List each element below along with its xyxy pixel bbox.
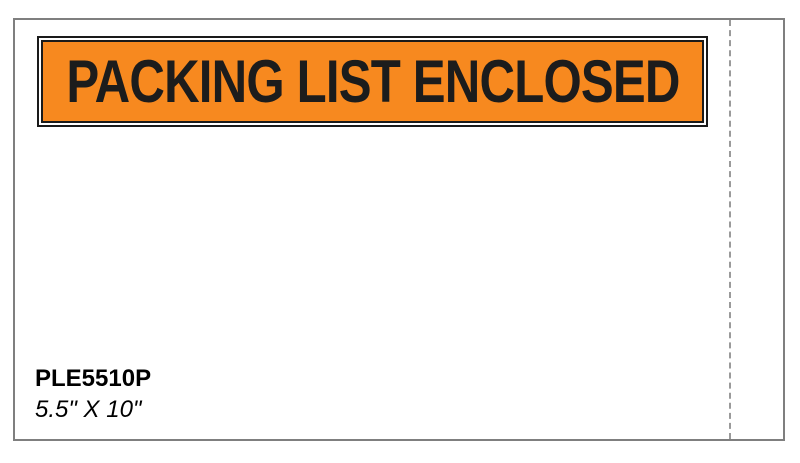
banner-text: PACKING LIST ENCLOSED	[65, 47, 680, 115]
banner: PACKING LIST ENCLOSED	[37, 36, 708, 127]
packing-list-envelope: PACKING LIST ENCLOSED PLE5510P 5.5" X 10…	[13, 18, 785, 441]
perforation-line	[729, 20, 731, 439]
product-code: PLE5510P	[35, 365, 152, 392]
banner-fill: PACKING LIST ENCLOSED	[41, 40, 704, 123]
dimensions-text: 5.5" X 10"	[35, 396, 142, 423]
